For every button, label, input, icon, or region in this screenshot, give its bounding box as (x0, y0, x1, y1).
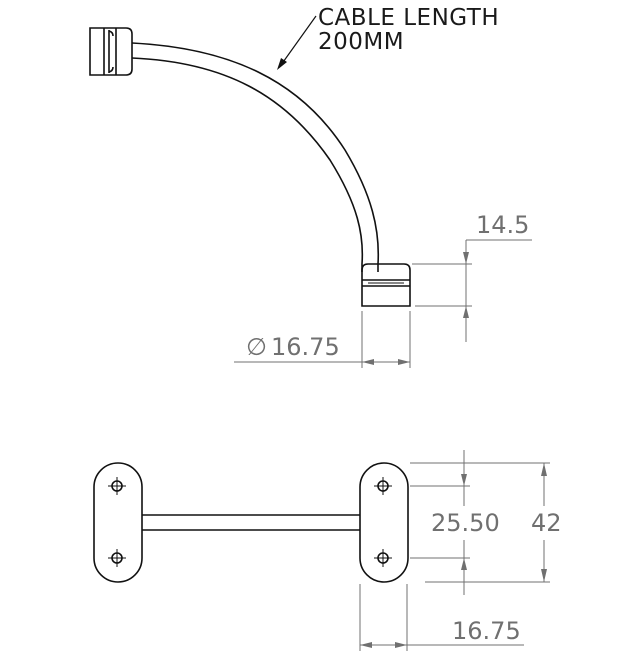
plate-height-value: 42 (531, 509, 562, 537)
left-mounting-plate (93, 462, 143, 583)
leader-arrow (277, 15, 317, 70)
dimension-25-50 (410, 450, 470, 595)
right-mounting-plate (359, 462, 409, 583)
top-connector (89, 27, 133, 76)
dimension-14-5 (412, 239, 532, 342)
cable-length-value: 200MM (318, 29, 405, 55)
dimension-diameter-16-75 (234, 311, 411, 368)
connector-diameter-value: 16.75 (271, 333, 340, 361)
cable (131, 42, 380, 265)
dimension-plate-width-16-75 (359, 584, 524, 651)
bottom-connector (361, 263, 411, 307)
connecting-bar (142, 514, 360, 531)
cable-length-label: CABLE LENGTH (318, 5, 500, 31)
connector-height-value: 14.5 (476, 211, 530, 239)
plate-width-value: 16.75 (452, 617, 521, 645)
dimension-42 (410, 462, 550, 583)
diameter-symbol: ∅ (246, 333, 267, 361)
hole-spacing-value: 25.50 (431, 509, 500, 537)
